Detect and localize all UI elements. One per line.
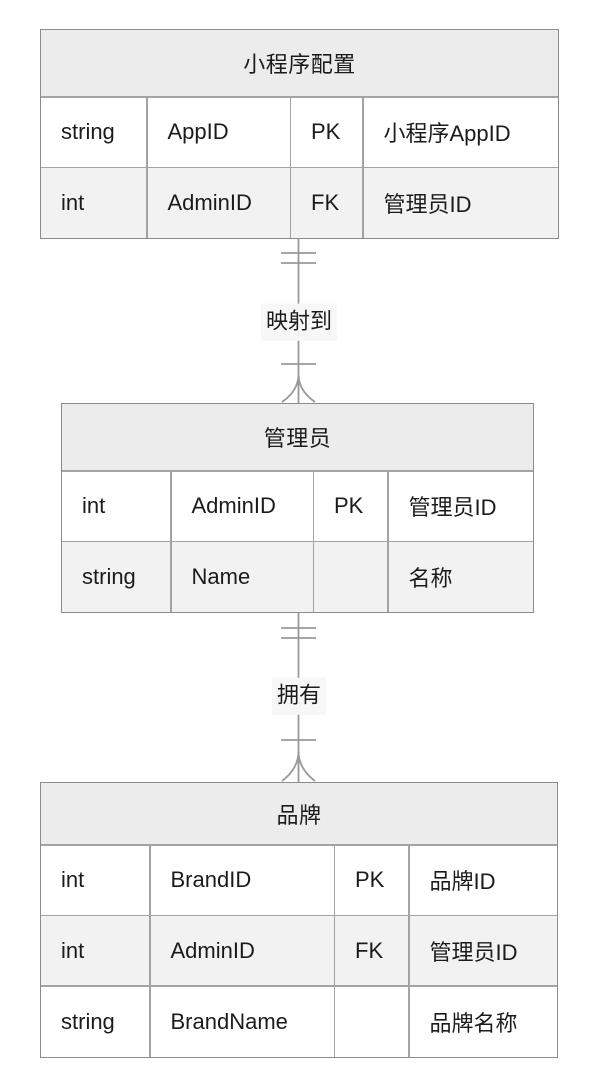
- attr-type-cell: string: [41, 97, 146, 167]
- attr-name-cell: BrandID: [150, 845, 334, 915]
- attr-key-cell: PK: [291, 97, 362, 167]
- cardinality-one-or-many-icon: [281, 363, 316, 403]
- cardinality-exactly-one-icon: [281, 252, 316, 264]
- attr-type-cell: int: [41, 916, 149, 985]
- attr-key-cell: FK: [335, 916, 408, 985]
- attr-key-cell: PK: [335, 845, 408, 915]
- attr-key-cell: FK: [291, 168, 362, 238]
- entity-admin: 管理员 int AdminID PK 管理员ID string Name 名称: [61, 403, 534, 613]
- entity-title: 管理员: [62, 404, 533, 470]
- attr-type-cell: string: [62, 542, 170, 612]
- attr-key-cell: PK: [314, 471, 387, 541]
- attr-comment-cell: 管理员ID: [388, 471, 533, 541]
- attr-name-cell: Name: [171, 542, 313, 612]
- relationship-label: 映射到: [260, 303, 338, 341]
- attr-comment-cell: 管理员ID: [363, 168, 558, 238]
- entity-brand: 品牌 int BrandID PK 品牌ID int AdminID FK 管理…: [40, 782, 558, 1058]
- crow-foot-right-leg: [297, 374, 316, 403]
- attr-key-cell: [314, 542, 387, 612]
- cardinality-one-or-many-icon: [281, 739, 316, 782]
- attr-comment-cell: 品牌ID: [409, 845, 557, 915]
- attr-comment-cell: 品牌名称: [409, 986, 557, 1057]
- crow-foot-right-leg: [297, 751, 316, 782]
- attr-key-cell: [335, 986, 408, 1057]
- attr-name-cell: AdminID: [171, 471, 313, 541]
- cardinality-exactly-one-icon: [281, 627, 316, 639]
- attr-name-cell: AppID: [147, 97, 290, 167]
- attr-type-cell: int: [41, 168, 146, 238]
- crow-foot-left-leg: [281, 374, 300, 403]
- attr-type-cell: int: [41, 845, 149, 915]
- entity-title: 品牌: [41, 783, 557, 844]
- entity-title: 小程序配置: [41, 30, 558, 96]
- attr-name-cell: BrandName: [150, 986, 334, 1057]
- attr-type-cell: int: [62, 471, 170, 541]
- entity-miniprogram-config: 小程序配置 string AppID PK 小程序AppID int Admin…: [40, 29, 559, 239]
- attr-comment-cell: 管理员ID: [409, 916, 557, 985]
- attr-comment-cell: 小程序AppID: [363, 97, 558, 167]
- crow-foot-left-leg: [281, 751, 300, 782]
- attr-type-cell: string: [41, 986, 149, 1057]
- relationship-label: 拥有: [271, 677, 327, 715]
- attr-name-cell: AdminID: [150, 916, 334, 985]
- attr-comment-cell: 名称: [388, 542, 533, 612]
- attr-name-cell: AdminID: [147, 168, 290, 238]
